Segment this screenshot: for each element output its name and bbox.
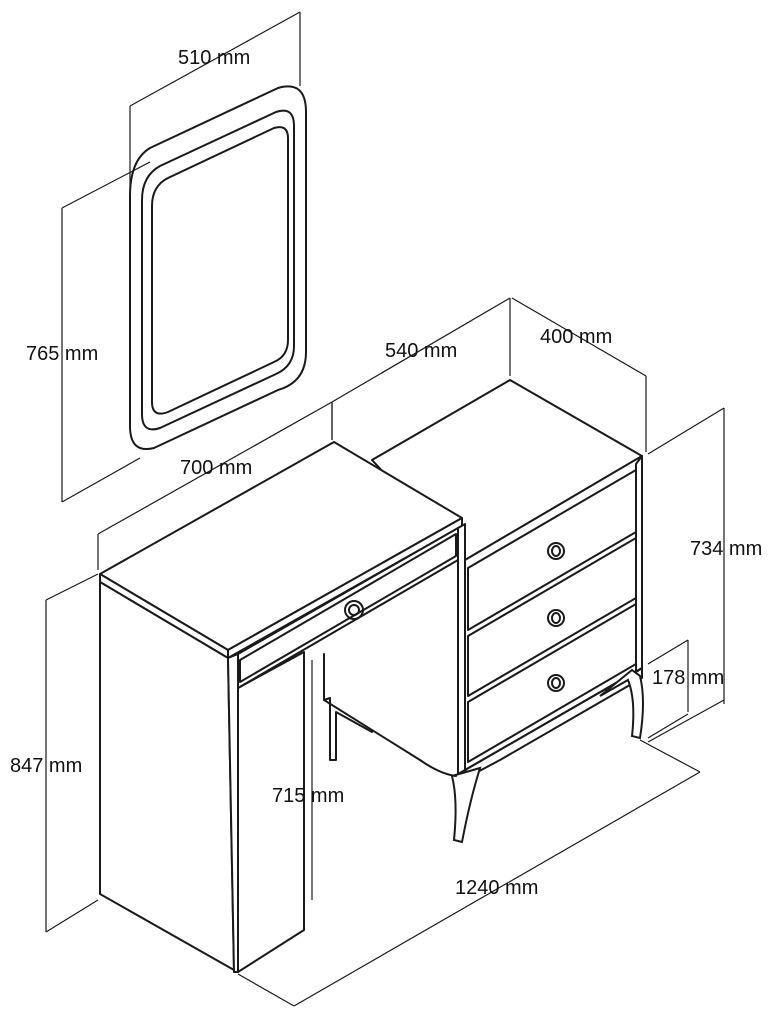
leg-height-label: 178 mm [652, 667, 724, 689]
mirror [129, 85, 307, 450]
drawer-knob [547, 609, 565, 627]
desk-drawer-knob [344, 600, 364, 620]
total-width-label: 1240 mm [455, 877, 538, 899]
chest-depth-top-label: 540 mm [385, 340, 457, 362]
desk [99, 441, 466, 973]
desk-height-dimension [45, 573, 99, 933]
drawer-chest [371, 379, 644, 844]
total-width-dimension [237, 739, 701, 1007]
mirror-height-label: 765 mm [26, 343, 98, 365]
mirror-width-dimension [129, 11, 301, 190]
drawer-knob [547, 674, 565, 692]
drawer-knob [547, 542, 565, 560]
chest-height-dimension [647, 407, 725, 743]
desk-width-dimension [97, 401, 333, 570]
mirror-height-dimension [61, 161, 151, 503]
chest-depth-dimension [511, 297, 647, 452]
desk-height-label: 847 mm [10, 755, 82, 777]
chest-depth-label: 400 mm [540, 326, 612, 348]
knee-height-label: 715 mm [272, 785, 344, 807]
leg-height-dimension [647, 639, 689, 739]
mirror-width-label: 510 mm [178, 47, 250, 69]
chest-height-label: 734 mm [690, 538, 762, 560]
desk-width-label: 700 mm [180, 457, 252, 479]
